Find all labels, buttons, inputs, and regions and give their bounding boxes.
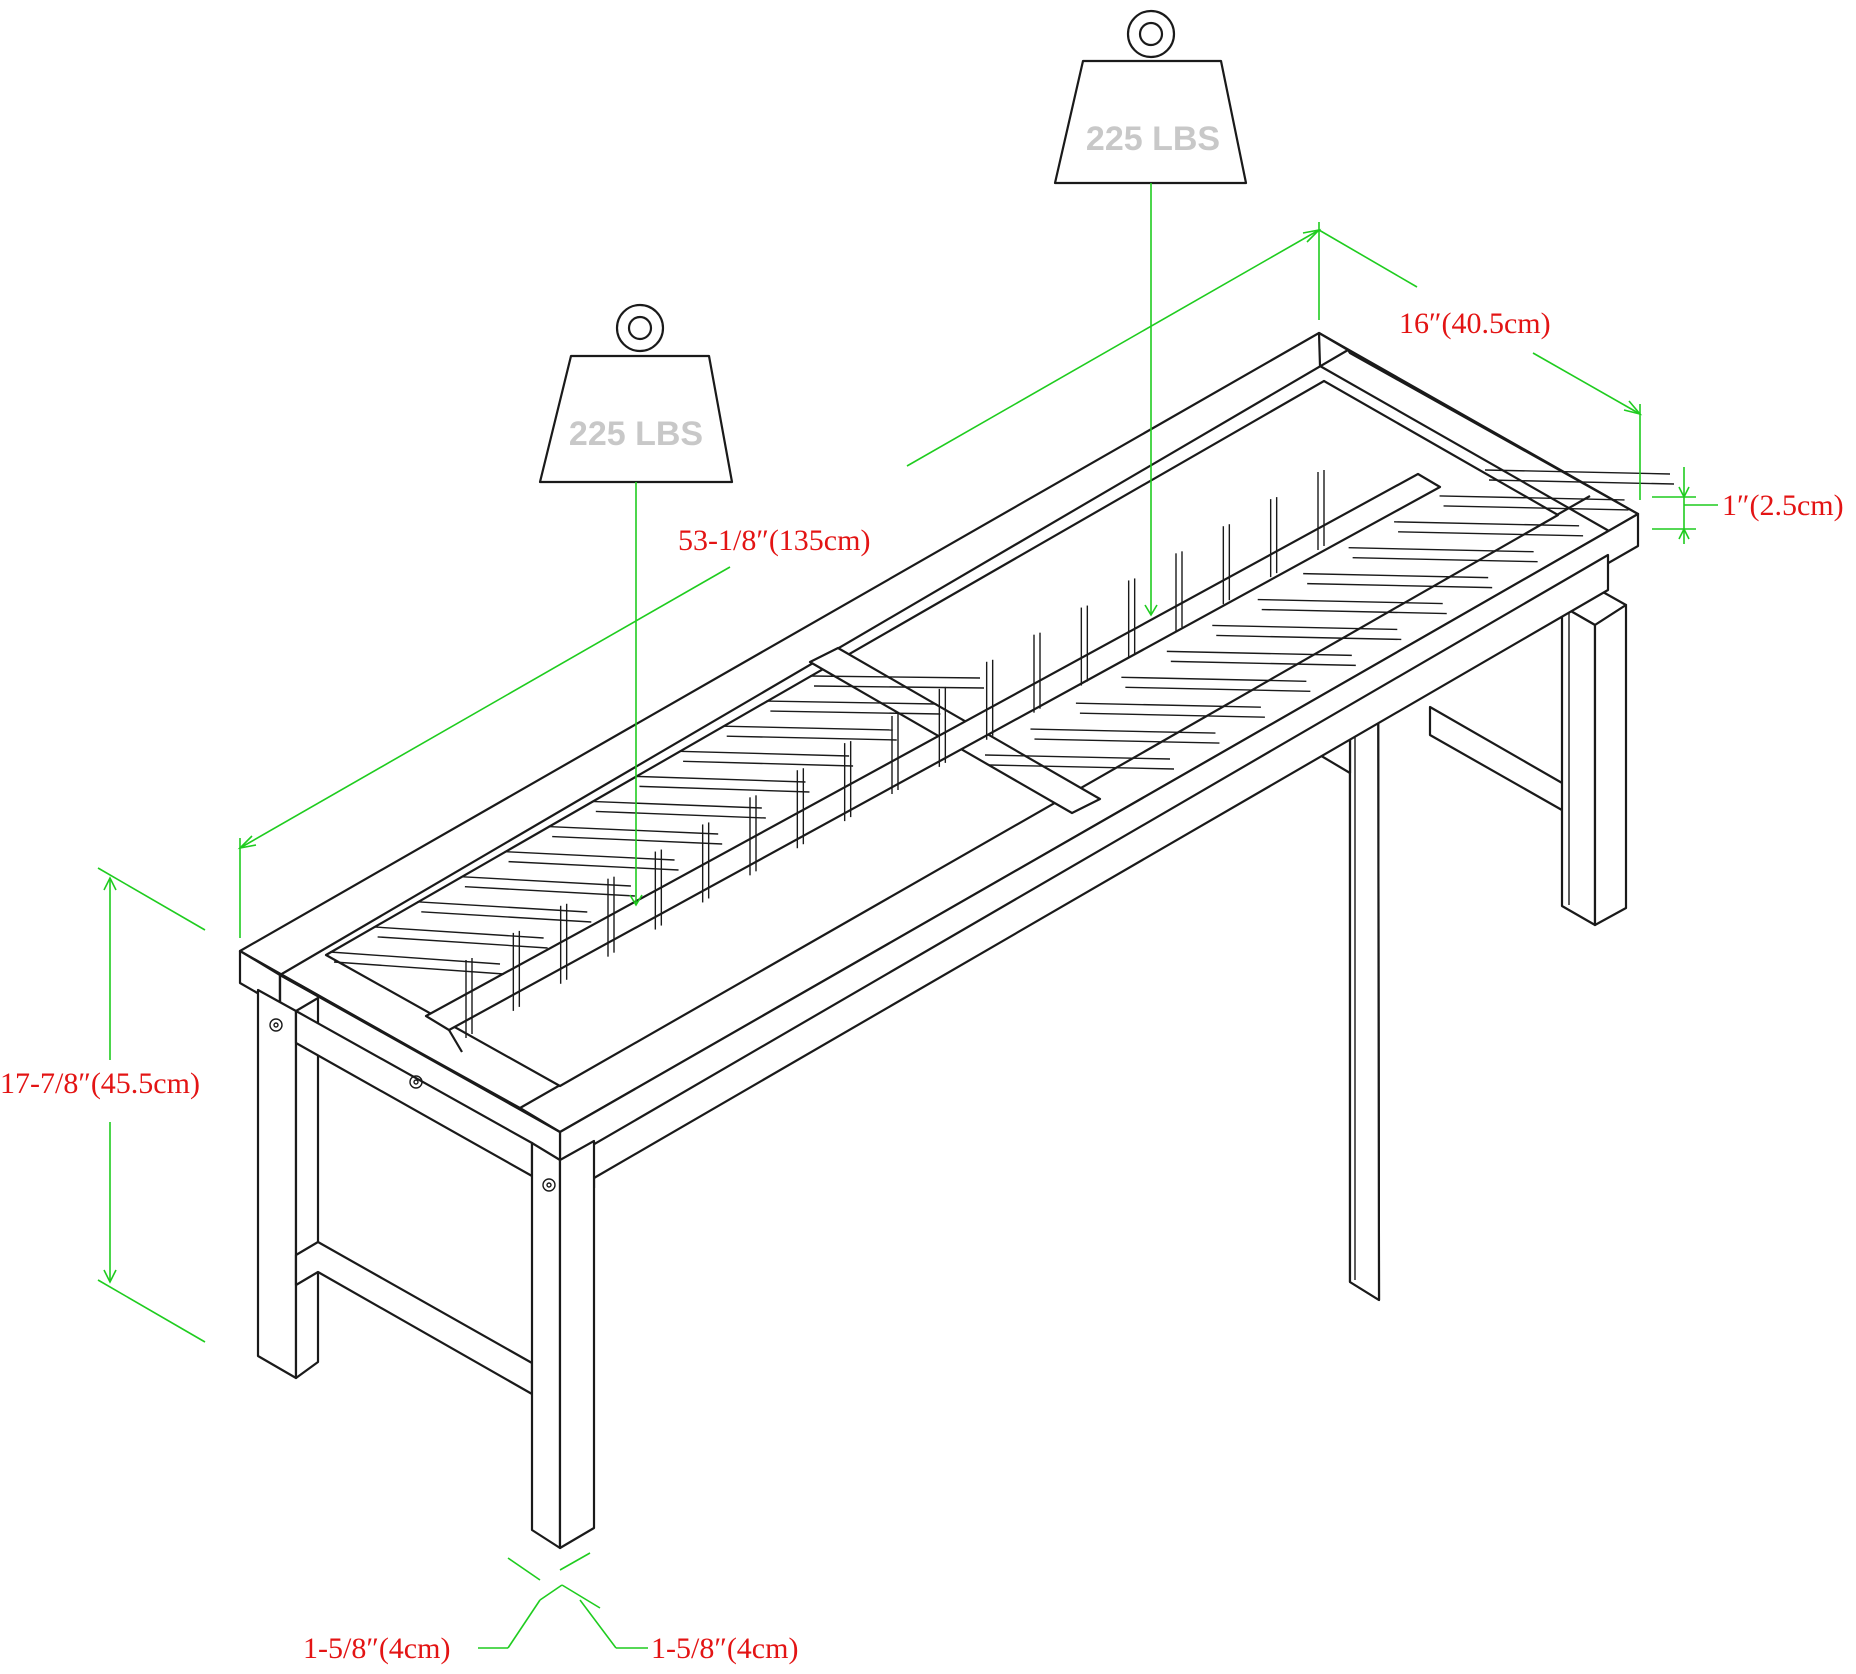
- slat: [988, 764, 1175, 770]
- herringbone-slats: [329, 469, 1675, 1038]
- slat: [766, 700, 937, 705]
- slat: [548, 825, 719, 835]
- slat: [508, 860, 679, 871]
- leg-width-right-label: 1-5/8″(4cm): [651, 1632, 798, 1665]
- slat: [1034, 738, 1220, 744]
- height-label: 17-7/8″(45.5cm): [0, 1067, 200, 1100]
- slat: [1398, 531, 1584, 537]
- slat: [1075, 702, 1261, 708]
- slat: [1170, 660, 1356, 667]
- slat: [722, 725, 893, 731]
- slat: [1212, 624, 1398, 631]
- leg-width-left-label: 1-5/8″(4cm): [303, 1632, 450, 1665]
- slat: [373, 926, 544, 939]
- bench: [238, 331, 1675, 1550]
- dimension-lines: [97, 183, 1718, 1649]
- slat: [421, 911, 592, 923]
- weight-label: 225 LBS: [1086, 120, 1220, 158]
- slat: [1257, 598, 1443, 605]
- slat: [1488, 479, 1675, 485]
- slat: [635, 775, 806, 783]
- slat: [595, 810, 766, 819]
- left-stretcher: [294, 1240, 534, 1396]
- slat: [591, 800, 762, 809]
- slat: [464, 886, 635, 897]
- seat-panel: [324, 379, 1560, 1088]
- slat: [1303, 572, 1489, 579]
- slat: [1394, 521, 1580, 527]
- slat: [1352, 557, 1538, 563]
- front-right-leg: [1560, 585, 1628, 927]
- weight-icon: 225 LBS: [538, 303, 734, 484]
- slat: [1261, 608, 1447, 615]
- length-label: 53-1/8″(135cm): [678, 524, 870, 557]
- slat: [984, 754, 1171, 760]
- slat: [809, 675, 981, 679]
- slat: [1443, 505, 1629, 511]
- front-center-leg: [530, 1139, 596, 1550]
- slat: [639, 785, 810, 793]
- slat: [504, 850, 675, 861]
- slat: [813, 685, 985, 689]
- slat: [417, 901, 588, 913]
- slat: [1307, 582, 1493, 589]
- weight-icon: 225 LBS: [1053, 9, 1248, 185]
- slat: [1125, 686, 1311, 692]
- slat: [552, 835, 723, 845]
- slat: [333, 961, 505, 975]
- slat: [1439, 495, 1625, 501]
- depth-label: 16″(40.5cm): [1399, 307, 1551, 340]
- slat: [1484, 469, 1671, 475]
- slat: [1348, 547, 1534, 553]
- slat: [1079, 712, 1265, 718]
- thickness-label: 1″(2.5cm): [1722, 489, 1844, 522]
- weight-label: 225 LBS: [569, 415, 703, 453]
- slat: [770, 710, 941, 715]
- slat: [683, 760, 854, 767]
- slat: [1030, 728, 1216, 734]
- front-apron: [294, 553, 1610, 1188]
- slat: [1166, 650, 1352, 657]
- slat: [679, 750, 850, 757]
- dimension-labels: 53-1/8″(135cm) 16″(40.5cm) 1″(2.5cm) 17-…: [0, 307, 1844, 1665]
- slat: [1121, 676, 1307, 682]
- slat: [1216, 634, 1402, 641]
- right-stretcher: [1428, 705, 1585, 824]
- slat: [460, 876, 631, 887]
- slat: [726, 735, 897, 741]
